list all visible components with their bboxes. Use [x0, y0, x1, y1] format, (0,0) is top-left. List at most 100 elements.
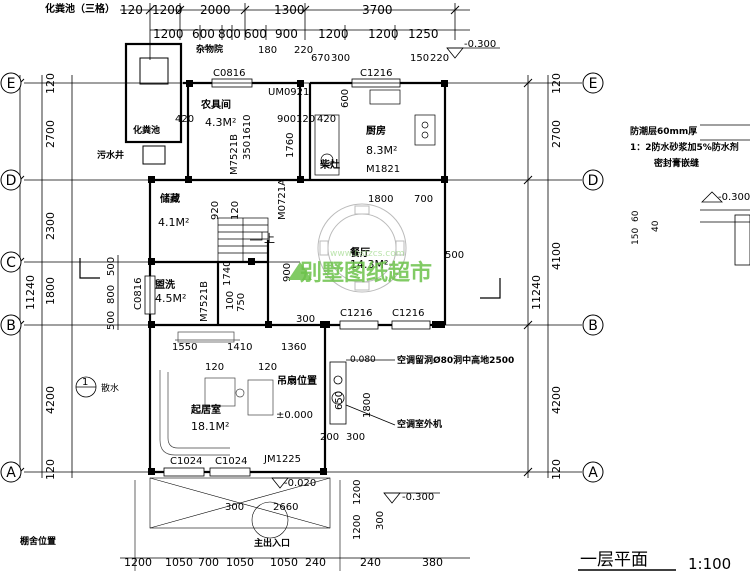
d420: 420: [175, 114, 194, 125]
side-d60: 60: [631, 210, 641, 222]
level-right: -0.300: [718, 192, 750, 203]
ac-unit: [329, 359, 396, 426]
code-um0921: UM0921: [268, 87, 309, 98]
entrance-porch: [134, 477, 341, 571]
code-m1821: M1821: [366, 164, 400, 175]
d1610: 1610: [242, 115, 253, 140]
d220b: 220: [430, 53, 449, 64]
kitchen-fixtures: [314, 89, 436, 176]
d700: 700: [414, 194, 433, 205]
code-c0816-top: C0816: [213, 68, 245, 79]
side-d150: 150: [631, 228, 641, 245]
d1410: 1410: [227, 342, 252, 353]
axis-label-a-left: A: [6, 465, 16, 481]
axis-bubble-d-left: [0, 169, 22, 191]
windows: [144, 78, 431, 477]
axis-bubble-b-right: [582, 314, 604, 336]
d650: 650: [334, 391, 345, 410]
room-storage: 储藏: [159, 192, 180, 205]
d670: 670: [311, 53, 330, 64]
dim-left-3: 2300: [44, 212, 57, 240]
sewage-well: [142, 145, 166, 165]
dim-top-extra: 120: [120, 3, 143, 17]
d120d: 120: [258, 362, 277, 373]
dim-left-6: 120: [44, 459, 57, 480]
dim-left-sub-2: 800: [106, 285, 117, 304]
side-detail: [700, 124, 750, 266]
shed: 棚舍位置: [20, 535, 56, 547]
d100: 100: [225, 291, 236, 310]
watermark-url: www.bstzcs.com: [330, 249, 405, 259]
level-markers: [271, 47, 500, 504]
axis-bubble-e-left: [0, 72, 22, 94]
code-c1216-top: C1216: [360, 68, 392, 79]
dim-bottom-5: 1050: [270, 556, 298, 569]
dim-bottom-3: 700: [198, 556, 219, 569]
side-layer2: 1：2防水砂浆加5%防水剂: [630, 141, 739, 153]
room-tools-area: 4.3M²: [205, 116, 236, 129]
d420b: 420: [317, 114, 336, 125]
level-bottom: -0.300: [402, 492, 434, 503]
dim-bottom-8: 380: [422, 556, 443, 569]
d1760: 1760: [285, 133, 296, 158]
room-living: 起居室: [190, 403, 221, 416]
axis-label-e-right: E: [589, 76, 598, 92]
dim-right-4: 4200: [550, 386, 563, 414]
room-dining: 餐厅: [349, 246, 370, 259]
room-sewage: 污水井: [97, 149, 124, 161]
ac-out: 空调室外机: [397, 418, 442, 430]
dim-bottom-1: 1200: [124, 556, 152, 569]
code-m0721a: M0721A: [277, 179, 288, 220]
dim-top-3: 1300: [274, 3, 305, 17]
dim-top-4: 3700: [362, 3, 393, 17]
dim-right-3: 4100: [550, 242, 563, 270]
dim-right-5: 120: [550, 459, 563, 480]
entrance: 主出入口: [254, 537, 290, 549]
dim-left-2: 2700: [44, 120, 57, 148]
d900b: 900: [282, 263, 293, 282]
dim-top2-1: 1200: [153, 27, 184, 41]
room-wash-area: 4.5M²: [155, 292, 186, 305]
d1200: 1200: [352, 480, 363, 505]
d300e: 300: [375, 511, 386, 530]
dim-top2-5: 900: [275, 27, 298, 41]
room-septic: 化粪池（三格）: [45, 2, 115, 15]
room-sundry: 杂物院: [196, 43, 223, 55]
watermark: www.bstzcs.com 别墅图纸超市: [288, 249, 432, 286]
living-furniture: [159, 331, 274, 456]
room-kitchen-area: 8.3M²: [366, 144, 397, 157]
axis-bubble-c-left: [0, 251, 22, 273]
d120b: 120: [230, 201, 241, 220]
text-layer: 120 1200 2000 1300 3700 1200 600 800 600…: [20, 2, 750, 573]
dim-top-2: 2000: [200, 3, 231, 17]
dim-left-1: 120: [44, 73, 57, 94]
d600: 600: [340, 89, 351, 108]
code-c1024-b: C1024: [215, 456, 247, 467]
dim-right-1: 120: [550, 73, 563, 94]
d1550: 1550: [172, 342, 197, 353]
drawing-title: 一层平面: [580, 550, 648, 570]
d1740: 1740: [222, 261, 233, 286]
d2660: 2660: [273, 502, 298, 513]
axis-bubble-b-left: [0, 314, 22, 336]
axis-label-c-left: C: [6, 255, 16, 271]
dim-top2-4: 600: [244, 27, 267, 41]
axis-label-e-left: E: [7, 76, 16, 92]
room-dining-area: 14.3M²: [350, 258, 388, 271]
code-jm1225: JM1225: [263, 454, 301, 465]
code-c0816-left: C0816: [133, 278, 144, 310]
room-storage-area: 4.1M²: [158, 216, 189, 229]
dim-bottom-2: 1050: [165, 556, 193, 569]
ac-hole-label: 0.080: [350, 355, 376, 365]
dim-left-total: 11240: [24, 275, 37, 310]
code-c1216-mid-b: C1216: [392, 308, 424, 319]
d1360: 1360: [281, 342, 306, 353]
axis-label-a-right: A: [588, 465, 598, 481]
stair-up-label: 上: [264, 232, 275, 245]
watermark-house-icon: [288, 262, 312, 280]
fan-label: 散水: [101, 382, 119, 394]
axis-bubble-e-right: [582, 72, 604, 94]
stairs: [217, 217, 269, 263]
